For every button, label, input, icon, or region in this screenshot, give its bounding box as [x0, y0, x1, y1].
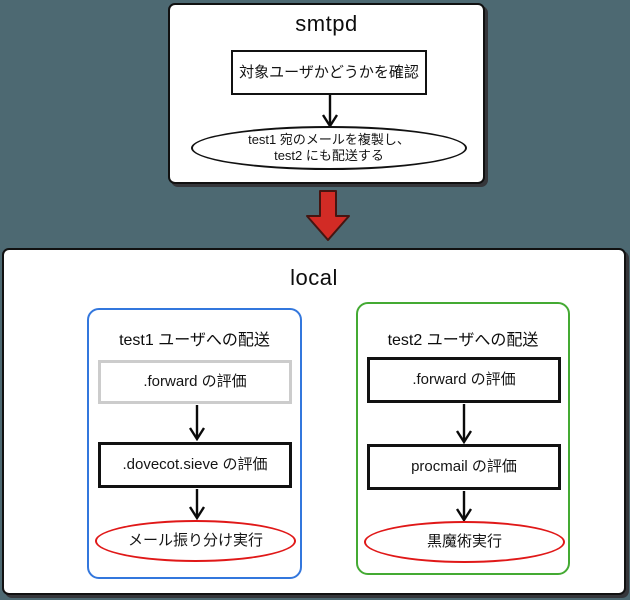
smtpd-duplicate-node: test1 宛のメールを複製し、 test2 にも配送する	[191, 126, 467, 170]
down-arrow-icon	[188, 405, 206, 441]
test1-step2-label: .dovecot.sieve の評価	[122, 456, 268, 473]
down-arrow-icon	[455, 404, 473, 444]
test1-flow-title: test1 ユーザへの配送	[119, 332, 270, 349]
test1-flow-panel: test1 ユーザへの配送 .forward の評価 .dovecot.siev…	[87, 308, 302, 579]
test2-step1-label: .forward の評価	[412, 371, 516, 388]
test2-step1-node: .forward の評価	[367, 357, 561, 403]
test2-step2-label: procmail の評価	[411, 458, 517, 475]
local-title: local	[290, 265, 338, 290]
smtpd-title: smtpd	[295, 11, 358, 36]
local-box: local test1 ユーザへの配送 .forward の評価 .doveco…	[2, 248, 626, 595]
down-arrow-icon	[321, 95, 339, 128]
smtpd-duplicate-line2: test2 にも配送する	[274, 148, 384, 163]
smtpd-check-node: 対象ユーザかどうかを確認	[231, 50, 427, 95]
test2-flow-panel: test2 ユーザへの配送 .forward の評価 procmail の評価 …	[356, 302, 570, 575]
test1-result-node: メール振り分け実行	[95, 520, 296, 562]
smtpd-box: smtpd 対象ユーザかどうかを確認 test1 宛のメールを複製し、 test…	[168, 3, 485, 184]
test1-step1-label: .forward の評価	[143, 373, 247, 390]
test2-result-node: 黒魔術実行	[364, 521, 565, 563]
down-arrow-icon	[455, 491, 473, 522]
red-down-arrow-icon	[306, 190, 350, 241]
test1-step1-node: .forward の評価	[98, 360, 292, 404]
down-arrow-icon	[188, 489, 206, 520]
test2-flow-title: test2 ユーザへの配送	[387, 332, 539, 349]
test2-result-label: 黒魔術実行	[426, 533, 502, 550]
smtpd-check-label: 対象ユーザかどうかを確認	[239, 63, 419, 81]
smtpd-duplicate-line1: test1 宛のメールを複製し、	[248, 132, 410, 147]
test1-step2-node: .dovecot.sieve の評価	[98, 442, 292, 488]
test2-step2-node: procmail の評価	[367, 444, 561, 490]
test1-result-label: メール振り分け実行	[127, 532, 263, 549]
